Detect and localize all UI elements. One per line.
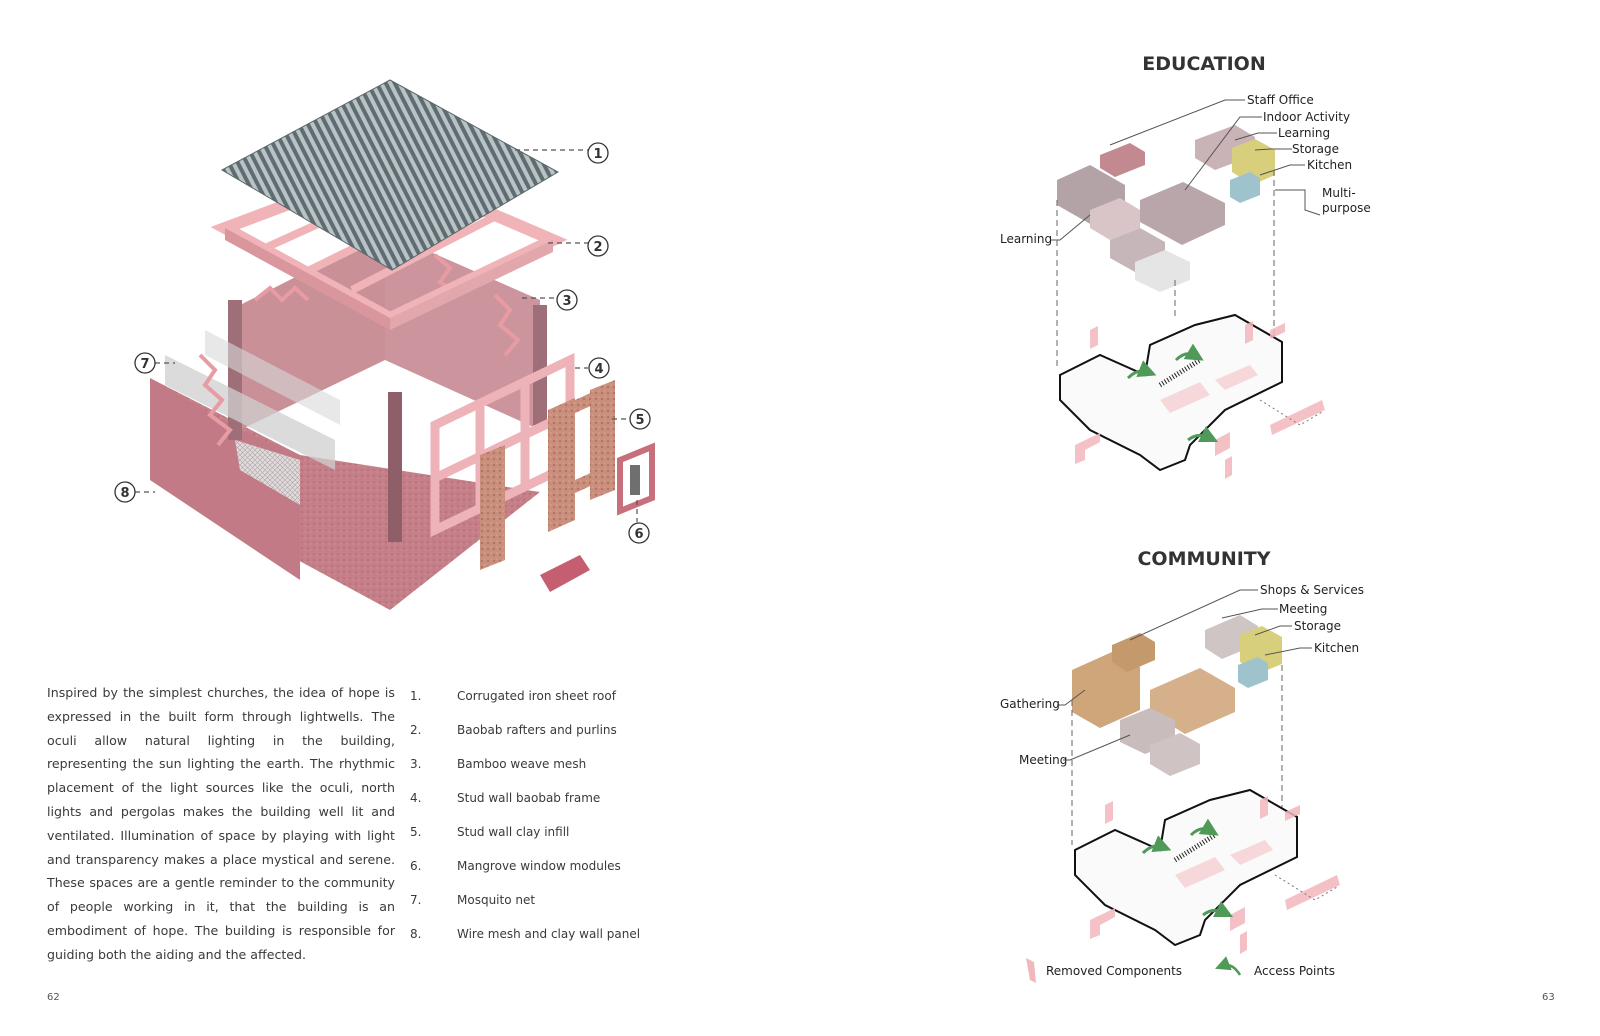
com-label-gathering: Gathering — [1000, 697, 1060, 711]
edu-label-multi: Multi- — [1322, 186, 1356, 200]
post-front — [388, 392, 402, 542]
edu-label-kitchen: Kitchen — [1307, 158, 1352, 172]
callout-6 — [628, 522, 650, 544]
component-number: 2. — [410, 723, 422, 737]
page-number-left: 62 — [47, 992, 60, 1003]
education-title: EDUCATION — [1142, 53, 1265, 75]
component-label: Stud wall clay infill — [457, 825, 570, 839]
loose-block — [540, 555, 590, 592]
component-label: Wire mesh and clay wall panel — [457, 927, 641, 941]
callout-6-label: 6 — [634, 527, 643, 542]
removed-components-icon — [1026, 958, 1036, 983]
edu-label-storage: Storage — [1292, 142, 1339, 156]
education-program-blocks — [1057, 125, 1275, 292]
com-label-storage: Storage — [1294, 619, 1341, 633]
bamboo-weave-right — [493, 293, 521, 357]
back-wall-right — [385, 232, 540, 430]
description-paragraph: Inspired by the simplest churches, the i… — [47, 685, 395, 962]
edu-label-purpose: purpose — [1322, 201, 1371, 215]
callout-5 — [629, 408, 651, 430]
map-legend: Removed Components Access Points — [1026, 956, 1335, 983]
callout-3 — [556, 289, 578, 311]
community-labels: Shops & Services Meeting Storage Kitchen… — [1000, 583, 1364, 767]
callout-4-label: 4 — [594, 362, 603, 377]
component-label: Mangrove window modules — [457, 859, 621, 873]
component-label: Corrugated iron sheet roof — [457, 689, 616, 703]
callout-7 — [134, 352, 156, 374]
component-number: 3. — [410, 757, 422, 771]
community-plan — [1074, 788, 1340, 954]
callout-1 — [587, 142, 609, 164]
corrugated-roof-1 — [220, 79, 560, 271]
education-plan — [1059, 313, 1325, 479]
education-projection-lines — [1056, 170, 1275, 370]
callout-5-label: 5 — [635, 413, 644, 428]
callout-7-label: 7 — [140, 357, 149, 372]
callout-2 — [587, 235, 609, 257]
component-number: 4. — [410, 791, 422, 805]
community-projection-lines — [1071, 665, 1283, 845]
com-label-meeting-left: Meeting — [1019, 753, 1067, 767]
com-label-shops-services: Shops & Services — [1260, 583, 1364, 597]
page-number-right: 63 — [1542, 992, 1555, 1003]
component-number: 5. — [410, 825, 422, 839]
post-right — [533, 305, 547, 425]
component-number: 6. — [410, 859, 422, 873]
callout-8-label: 8 — [120, 486, 129, 501]
clay-infill-5 — [480, 380, 615, 570]
component-label: Mosquito net — [457, 893, 536, 907]
callout-leaders — [135, 149, 638, 522]
callout-1-label: 1 — [593, 147, 602, 162]
component-number: 8. — [410, 927, 422, 941]
component-number: 7. — [410, 893, 422, 907]
edu-label-indoor-activity: Indoor Activity — [1263, 110, 1350, 124]
bamboo-weave-left — [198, 353, 233, 447]
callout-8 — [114, 481, 136, 503]
com-label-meeting-top: Meeting — [1279, 602, 1327, 616]
window-module-6 — [617, 442, 655, 516]
callouts: 1 2 3 4 5 6 7 8 — [114, 142, 651, 544]
edu-label-staff-office: Staff Office — [1247, 93, 1314, 107]
com-label-kitchen: Kitchen — [1314, 641, 1359, 655]
legend-removed-label: Removed Components — [1046, 964, 1182, 978]
community-leaders — [1057, 589, 1312, 761]
legend-access-label: Access Points — [1254, 964, 1335, 978]
community-program-blocks — [1072, 615, 1282, 776]
component-number: 1. — [410, 689, 422, 703]
education-leaders — [1050, 99, 1321, 241]
access-point-icon — [1215, 956, 1242, 976]
exploded-axonometric — [150, 79, 655, 610]
community-title: COMMUNITY — [1137, 548, 1270, 570]
edu-label-learning-top: Learning — [1278, 126, 1330, 140]
callout-2-label: 2 — [593, 240, 602, 255]
callout-3-label: 3 — [562, 294, 571, 309]
wall-panel-8 — [150, 378, 300, 580]
education-labels: Staff Office Indoor Activity Learning St… — [1000, 93, 1371, 246]
callout-4 — [588, 357, 610, 379]
edu-label-learning-left: Learning — [1000, 232, 1052, 246]
component-label: Stud wall baobab frame — [457, 791, 601, 805]
component-label: Bamboo weave mesh — [457, 757, 587, 771]
component-label: Baobab rafters and purlins — [457, 723, 617, 737]
